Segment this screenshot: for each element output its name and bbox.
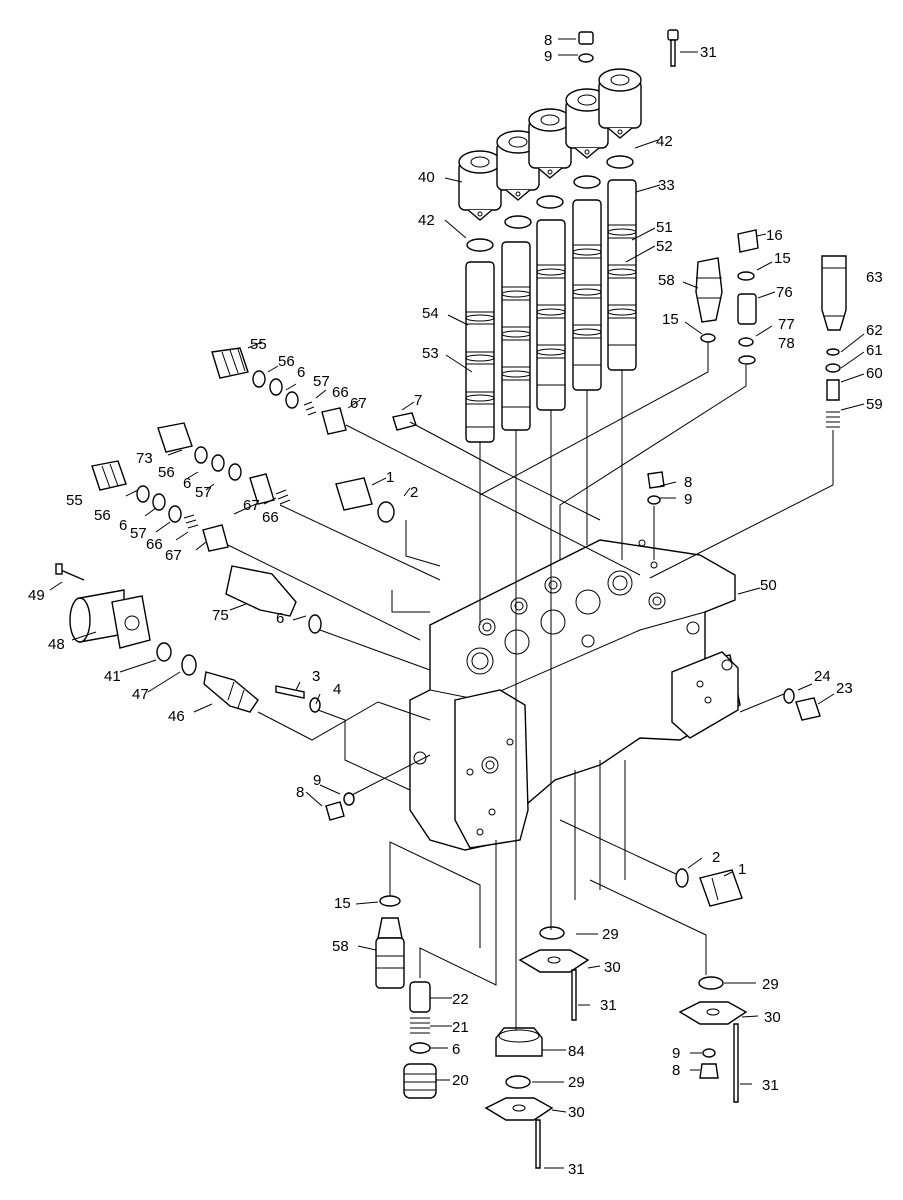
label-4: 4 xyxy=(333,681,341,698)
right-top-parts xyxy=(695,229,847,428)
label-58: 58 xyxy=(658,272,675,289)
label-7: 7 xyxy=(414,392,422,409)
label-42: 42 xyxy=(656,133,673,150)
label-77: 77 xyxy=(778,316,795,333)
label-30: 30 xyxy=(764,1009,781,1026)
label-61: 61 xyxy=(866,342,883,359)
label-15: 15 xyxy=(662,311,679,328)
label-6: 6 xyxy=(297,364,305,381)
label-8: 8 xyxy=(296,784,304,801)
label-30: 30 xyxy=(604,959,621,976)
leader-lines xyxy=(227,342,834,1030)
label-73: 73 xyxy=(136,450,153,467)
cap-o-rings xyxy=(466,155,634,252)
label-76: 76 xyxy=(776,284,793,301)
label-46: 46 xyxy=(168,708,185,725)
label-8: 8 xyxy=(684,474,692,491)
label-31: 31 xyxy=(600,997,617,1014)
label-58: 58 xyxy=(332,938,349,955)
label-2: 2 xyxy=(410,484,418,501)
label-75: 75 xyxy=(212,607,229,624)
label-59: 59 xyxy=(866,396,883,413)
label-56: 56 xyxy=(278,353,295,370)
label-22: 22 xyxy=(452,991,469,1008)
label-55: 55 xyxy=(66,492,83,509)
label-52: 52 xyxy=(656,238,673,255)
spool-caps xyxy=(458,68,642,221)
label-29: 29 xyxy=(602,926,619,943)
label-57: 57 xyxy=(195,484,212,501)
spools xyxy=(465,179,637,443)
label-29: 29 xyxy=(568,1074,585,1091)
label-57: 57 xyxy=(313,373,330,390)
label-63: 63 xyxy=(866,269,883,286)
label-21: 21 xyxy=(452,1019,469,1036)
right-plugs xyxy=(647,471,821,907)
label-78: 78 xyxy=(778,335,795,352)
label-57: 57 xyxy=(130,525,147,542)
label-51: 51 xyxy=(656,219,673,236)
label-6: 6 xyxy=(276,610,284,627)
label-67: 67 xyxy=(243,497,260,514)
label-66: 66 xyxy=(332,384,349,401)
label-56: 56 xyxy=(94,507,111,524)
part-labels: 8 9 31 42 40 33 42 51 16 52 15 63 58 76 … xyxy=(28,32,883,1178)
label-1: 1 xyxy=(386,469,394,486)
label-49: 49 xyxy=(28,587,45,604)
label-24: 24 xyxy=(814,668,831,685)
label-29: 29 xyxy=(762,976,779,993)
label-66: 66 xyxy=(262,509,279,526)
label-48: 48 xyxy=(48,636,65,653)
label-84: 84 xyxy=(568,1043,585,1060)
label-42: 42 xyxy=(418,212,435,229)
label-9: 9 xyxy=(544,48,552,65)
label-16: 16 xyxy=(766,227,783,244)
label-60: 60 xyxy=(866,365,883,382)
label-30: 30 xyxy=(568,1104,585,1121)
label-20: 20 xyxy=(452,1072,469,1089)
label-62: 62 xyxy=(866,322,883,339)
label-8: 8 xyxy=(672,1062,680,1079)
label-66: 66 xyxy=(146,536,163,553)
label-31: 31 xyxy=(700,44,717,61)
label-2: 2 xyxy=(712,849,720,866)
label-33: 33 xyxy=(658,177,675,194)
label-31: 31 xyxy=(568,1161,585,1178)
solenoid-group xyxy=(55,563,355,821)
label-67: 67 xyxy=(350,395,367,412)
bottom-parts xyxy=(375,895,748,1169)
top-plug-and-bolt xyxy=(578,29,679,67)
label-3: 3 xyxy=(312,668,320,685)
label-6: 6 xyxy=(119,517,127,534)
label-8: 8 xyxy=(544,32,552,49)
valve-body xyxy=(409,539,741,900)
label-23: 23 xyxy=(836,680,853,697)
label-6: 6 xyxy=(183,475,191,492)
label-41: 41 xyxy=(104,668,121,685)
label-53: 53 xyxy=(422,345,439,362)
label-1: 1 xyxy=(738,861,746,878)
label-9: 9 xyxy=(313,772,321,789)
label-ticks xyxy=(49,38,865,1169)
label-9: 9 xyxy=(684,491,692,508)
label-56: 56 xyxy=(158,464,175,481)
label-6: 6 xyxy=(452,1041,460,1058)
label-9: 9 xyxy=(672,1045,680,1062)
label-50: 50 xyxy=(760,577,777,594)
label-54: 54 xyxy=(422,305,439,322)
label-40: 40 xyxy=(418,169,435,186)
label-31: 31 xyxy=(762,1077,779,1094)
label-47: 47 xyxy=(132,686,149,703)
label-55: 55 xyxy=(250,336,267,353)
label-15: 15 xyxy=(774,250,791,267)
label-67: 67 xyxy=(165,547,182,564)
label-15: 15 xyxy=(334,895,351,912)
left-plugs-upper xyxy=(91,347,417,552)
